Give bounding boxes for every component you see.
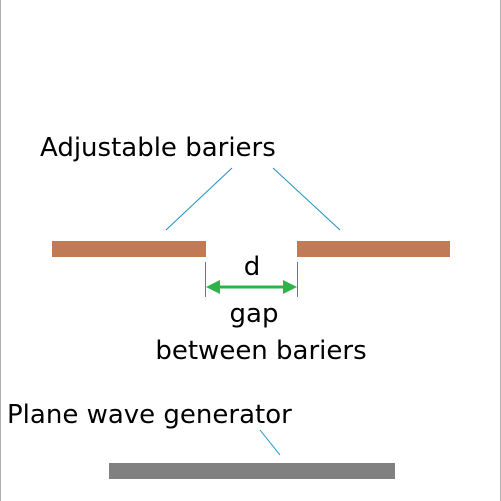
right-barrier-leader	[272, 167, 341, 231]
left-barrier	[52, 241, 206, 257]
gap-symbol: d	[244, 252, 261, 282]
plane-wave-generator	[109, 463, 395, 479]
gap-label-line1: gap	[230, 299, 279, 329]
gap-label-line2: between bariers	[155, 336, 366, 366]
left-barrier-leader	[165, 167, 233, 231]
barriers-label: Adjustable bariers	[40, 133, 276, 163]
right-barrier	[297, 241, 450, 257]
generator-leader	[259, 429, 281, 456]
gap-double-arrow-icon	[206, 280, 297, 294]
generator-label: Plane wave generator	[7, 400, 292, 430]
